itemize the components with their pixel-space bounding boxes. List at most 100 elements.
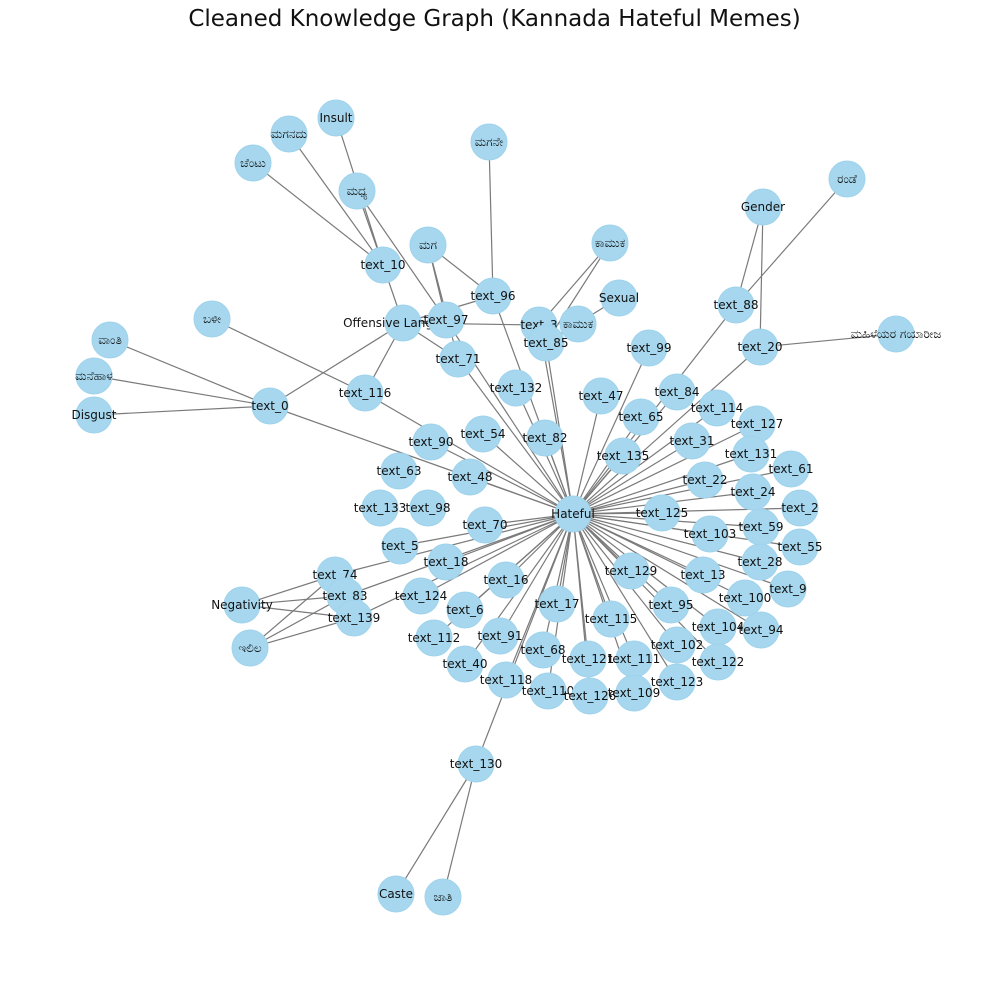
node-circle xyxy=(630,329,668,367)
node-label: text_70 xyxy=(463,518,508,532)
node-circle xyxy=(409,489,447,527)
node-label: ಕಾಮುಕ xyxy=(595,236,625,250)
graph-edge xyxy=(542,513,574,651)
node-label: text_121 xyxy=(562,652,615,666)
graph-node-text-70: text_70 xyxy=(463,506,508,544)
graph-node-magane: ಮಗನೇ xyxy=(470,123,508,161)
graph-node-jaati: ಜಾತಿ xyxy=(424,878,462,916)
node-label: text_16 xyxy=(484,573,529,587)
graph-node-text-47: text_47 xyxy=(579,377,623,415)
graph-node-vanthi: ವಾಂತಿ xyxy=(91,321,129,359)
node-label: text_131 xyxy=(725,447,778,461)
node-circle xyxy=(75,396,113,434)
node-label: text_94 xyxy=(739,623,784,637)
graph-node-text-124: text_124 xyxy=(395,577,448,615)
graph-title: Cleaned Knowledge Graph (Kannada Hateful… xyxy=(188,6,801,32)
node-circle xyxy=(781,489,819,527)
graph-node-maga: ಮಗ xyxy=(409,226,447,264)
graph-node-text-24: text_24 xyxy=(731,473,776,511)
node-label: text_65 xyxy=(619,410,664,424)
node-circle xyxy=(446,645,484,683)
node-circle xyxy=(75,357,113,395)
node-circle xyxy=(338,172,376,210)
node-circle xyxy=(377,875,415,913)
graph-node-negativity: Negativity xyxy=(211,586,273,624)
graph-node-illa: ಇಲಿಲ xyxy=(231,629,269,667)
node-label: text_98 xyxy=(406,501,451,515)
node-circle xyxy=(270,115,308,153)
node-label: text_71 xyxy=(436,352,481,366)
node-circle xyxy=(769,570,807,608)
node-circle xyxy=(698,389,736,427)
node-circle xyxy=(529,672,567,710)
node-label: text_122 xyxy=(692,655,745,669)
graph-node-text-133: text_133 xyxy=(354,489,407,527)
node-label: text_114 xyxy=(691,401,744,415)
node-label: text_91 xyxy=(478,629,523,643)
node-label: text_133 xyxy=(354,501,407,515)
node-label: text_18 xyxy=(424,555,469,569)
graph-node-rande: ರಂಡೆ xyxy=(828,160,866,198)
node-circle xyxy=(571,677,609,715)
graph-node-maganadu: ಮಗನದು xyxy=(270,115,308,153)
node-circle xyxy=(673,422,711,460)
node-label: ಮಗನದು xyxy=(271,127,307,141)
node-label: text_6 xyxy=(446,603,483,617)
graph-node-text-109: text_109 xyxy=(608,674,660,712)
node-label: text_118 xyxy=(480,673,533,687)
node-circle xyxy=(346,374,384,412)
node-circle xyxy=(582,377,620,415)
node-label: ಕಾಮುಕ xyxy=(563,317,593,331)
graph-edge xyxy=(442,763,477,898)
graph-node-text-114: text_114 xyxy=(691,389,744,427)
graph-node-text-98: text_98 xyxy=(406,489,451,527)
graph-node-text-102: text_102 xyxy=(651,626,703,664)
graph-node-bali: ಬಳೀ xyxy=(193,300,231,338)
graph-node-text-127: text_127 xyxy=(731,405,783,443)
graph-edge xyxy=(572,347,650,515)
node-label: text_24 xyxy=(731,485,776,499)
graph-node-text-54: text_54 xyxy=(461,415,505,453)
node-circle xyxy=(554,495,592,533)
graph-node-chentu: ಚೆಂಟು xyxy=(234,144,272,182)
node-circle xyxy=(427,543,465,581)
node-label: text_22 xyxy=(683,473,728,487)
node-label: Insult xyxy=(319,111,352,125)
node-label: Gender xyxy=(741,200,785,214)
node-label: text_135 xyxy=(597,449,650,463)
node-circle xyxy=(439,340,477,378)
graph-edge xyxy=(93,375,271,407)
node-label: Negativity xyxy=(211,598,273,612)
graph-edge xyxy=(475,513,574,765)
node-label: text_104 xyxy=(692,620,745,634)
graph-edge xyxy=(109,339,271,407)
graph-node-text-13: text_13 xyxy=(681,556,725,594)
node-label: text_59 xyxy=(739,520,784,534)
node-label: text_61 xyxy=(769,462,814,476)
node-circle xyxy=(744,188,782,226)
node-label: text_90 xyxy=(409,435,454,449)
graph-edge xyxy=(572,513,761,563)
node-circle xyxy=(381,527,419,565)
graph-node-text-9: text_9 xyxy=(769,570,807,608)
node-label: text_130 xyxy=(450,757,503,771)
graph-node-manehala: ಮನೆಹಾಳ xyxy=(75,357,113,395)
node-label: Hateful xyxy=(551,507,595,521)
graph-node-text-61: text_61 xyxy=(769,450,814,488)
node-circle xyxy=(487,561,525,599)
node-label: text_124 xyxy=(395,589,448,603)
node-circle xyxy=(524,631,562,669)
node-circle xyxy=(612,552,650,590)
graph-node-text-103: text_103 xyxy=(684,515,736,553)
graph-node-text-123: text_123 xyxy=(651,663,703,701)
graph-edge xyxy=(457,358,574,515)
node-circle xyxy=(643,494,681,532)
graph-node-text-100: text_100 xyxy=(719,579,771,617)
node-circle xyxy=(877,315,915,353)
graph-edge xyxy=(241,604,355,619)
node-circle xyxy=(409,226,447,264)
graph-edge xyxy=(334,513,574,576)
node-label: text_68 xyxy=(521,643,566,657)
graph-edge xyxy=(93,405,271,416)
